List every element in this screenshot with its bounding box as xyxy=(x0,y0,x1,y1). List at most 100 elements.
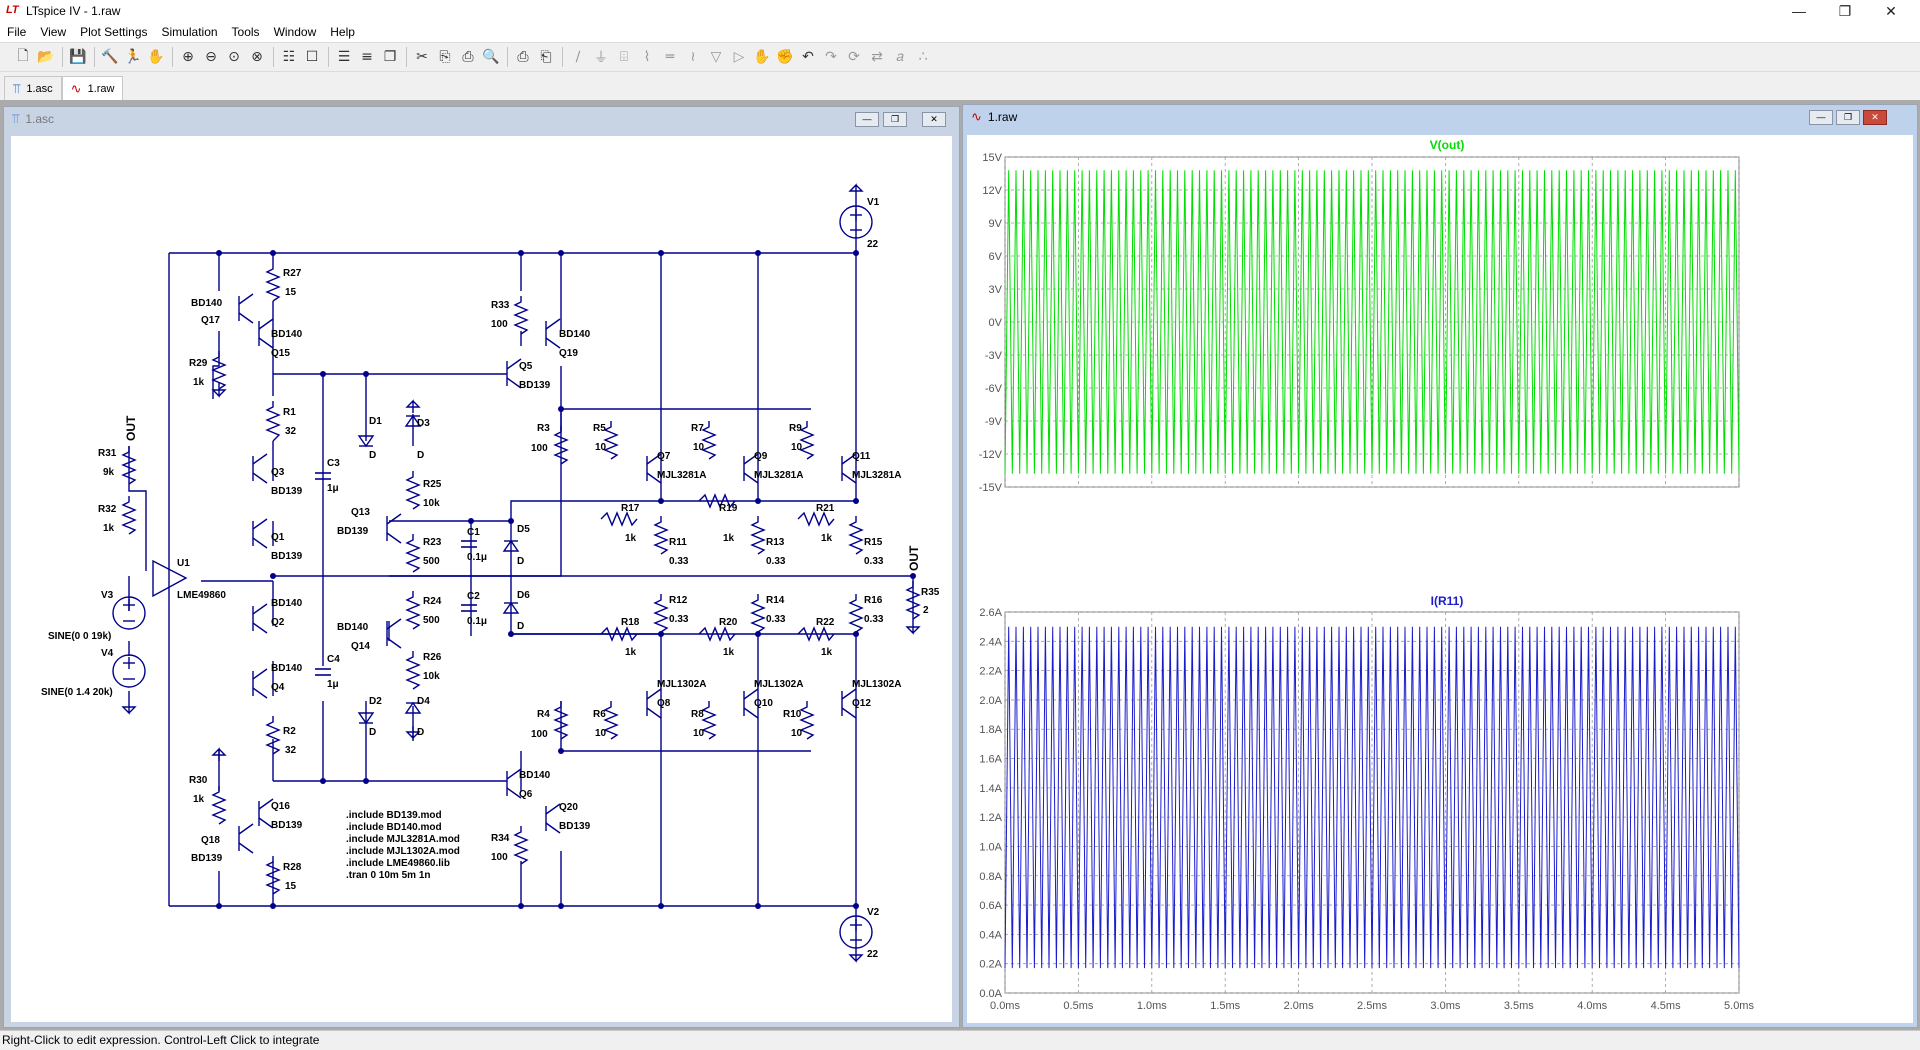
schematic-restore-button[interactable]: ❐ xyxy=(883,112,907,127)
label-V4: V4 xyxy=(101,648,114,659)
label-C4: C4 xyxy=(327,654,340,665)
redo-icon[interactable]: ↷ xyxy=(825,49,837,65)
waveform-restore-button[interactable]: ❐ xyxy=(1836,110,1860,125)
spice-directives[interactable]: .include BD139.mod .include BD140.mod .i… xyxy=(346,810,460,881)
trace-label-vout[interactable]: V(out) xyxy=(1430,138,1465,152)
zoom-fit-icon[interactable]: ⊙ xyxy=(228,49,240,65)
trace-label-ir11[interactable]: I(R11) xyxy=(1431,594,1464,608)
autorange-icon[interactable]: ☷ xyxy=(282,49,296,65)
directive-line: .tran 0 10m 5m 1n xyxy=(346,870,430,881)
schematic-drawing[interactable]: V1 22 V2 22 V3 SINE(0 0 19k) V4 SINE(0 1… xyxy=(11,136,952,1022)
label-R24: R24 xyxy=(423,596,442,607)
zoom-full-icon[interactable]: ☐ xyxy=(305,49,319,65)
menu-view[interactable]: View xyxy=(40,25,67,39)
menu-simulation[interactable]: Simulation xyxy=(161,25,218,39)
mirror-icon[interactable]: ⇄ xyxy=(871,49,883,65)
close-button[interactable]: ✕ xyxy=(1885,3,1897,19)
maximize-button[interactable]: ❐ xyxy=(1838,3,1852,19)
label-R4: R4 xyxy=(537,709,550,720)
tile-vertical-icon[interactable]: ≡ xyxy=(361,49,373,65)
y-tick-label: 12V xyxy=(982,185,1002,197)
y-tick-label: 1.2A xyxy=(979,812,1002,824)
status-bar: Right-Click to edit expression. Control-… xyxy=(0,1030,1920,1050)
schematic-canvas[interactable]: V1 22 V2 22 V3 SINE(0 0 19k) V4 SINE(0 1… xyxy=(11,136,952,1022)
label-R7: R7 xyxy=(691,423,704,434)
label-V1-value: 22 xyxy=(867,239,879,250)
waveform-icon: ∿ xyxy=(971,109,982,124)
new-schematic-icon[interactable]: 🗋 xyxy=(17,48,29,64)
trace-vout[interactable] xyxy=(1004,170,1740,474)
label-Q6-model: BD140 xyxy=(519,770,551,781)
rotate-icon[interactable]: ⟳ xyxy=(848,49,860,65)
waveform-minimize-button[interactable]: — xyxy=(1809,110,1833,125)
label-R28: R28 xyxy=(283,862,302,873)
label-R21: R21 xyxy=(816,503,835,514)
menu-window[interactable]: Window xyxy=(273,25,317,39)
label-C4-value: 1μ xyxy=(327,679,339,690)
label-D2: D2 xyxy=(369,696,382,707)
y-tick-label: 9V xyxy=(989,218,1003,230)
x-tick-label: 1.5ms xyxy=(1210,1000,1240,1012)
capacitor-icon[interactable]: ═ xyxy=(665,49,675,65)
wire-icon[interactable]: ∕ xyxy=(575,49,581,65)
label-R8: R8 xyxy=(691,709,704,720)
open-icon[interactable]: 📂 xyxy=(37,49,55,65)
inductor-icon[interactable]: ≀ xyxy=(690,49,696,65)
waveform-window-titlebar[interactable]: ∿ 1.raw xyxy=(963,105,1917,129)
schematic-window-titlebar[interactable]: ⫪ 1.asc xyxy=(4,107,959,131)
control-panel-icon[interactable]: 🔨 xyxy=(101,49,119,65)
zoom-out-icon[interactable]: ⊖ xyxy=(205,49,217,65)
label-Q17: Q17 xyxy=(201,315,220,326)
label-C1-value: 0.1μ xyxy=(467,552,487,563)
label-R5: R5 xyxy=(593,423,606,434)
label-R33-value: 100 xyxy=(491,319,508,330)
label-Q2: Q2 xyxy=(271,617,285,628)
minimize-button[interactable]: — xyxy=(1792,3,1806,19)
run-icon[interactable]: 🏃 xyxy=(124,49,142,65)
ground-icon[interactable]: ⏚ xyxy=(594,50,608,66)
undo-icon[interactable]: ↶ xyxy=(802,49,814,65)
tab-schematic[interactable]: ⫪ 1.asc xyxy=(4,76,62,100)
resistor-icon[interactable]: ⌇ xyxy=(643,49,651,65)
print-preview-icon[interactable]: ⎙ xyxy=(517,49,529,65)
schematic-minimize-button[interactable]: — xyxy=(855,112,879,127)
copy-icon[interactable]: ⎘ xyxy=(439,49,451,65)
x-tick-label: 5.0ms xyxy=(1724,1000,1754,1012)
label-R1-value: 32 xyxy=(285,426,297,437)
plot-pane-ir11[interactable]: I(R11) 2.6A2.4A2.2A2.0A1.8A1.6A1.4A1.2A1… xyxy=(979,594,1754,1012)
label-icon[interactable]: ⌹ xyxy=(619,49,629,65)
label-Q20-model: BD139 xyxy=(559,821,591,832)
tile-horizontal-icon[interactable]: ☰ xyxy=(337,49,351,65)
tab-waveform[interactable]: ∿ 1.raw xyxy=(61,76,124,100)
text-icon[interactable]: 𝑎 xyxy=(896,49,904,65)
menu-help[interactable]: Help xyxy=(330,25,355,39)
trace-ir11[interactable] xyxy=(1004,626,1740,969)
schematic-icon: ⫪ xyxy=(13,80,21,96)
paste-icon[interactable]: ⎙ xyxy=(462,49,474,65)
label-R22: R22 xyxy=(816,617,835,628)
schematic-window[interactable]: ⫪ 1.asc — ❐ ✕ xyxy=(3,106,960,1028)
menu-bar: File View Plot Settings Simulation Tools… xyxy=(0,22,1920,42)
schematic-close-button[interactable]: ✕ xyxy=(922,112,946,127)
menu-tools[interactable]: Tools xyxy=(231,25,260,39)
waveform-close-button[interactable]: ✕ xyxy=(1863,110,1887,125)
save-icon[interactable]: 💾 xyxy=(69,49,87,65)
halt-icon[interactable]: ✋ xyxy=(147,49,165,65)
cascade-icon[interactable]: ❐ xyxy=(383,49,397,65)
menu-file[interactable]: File xyxy=(7,25,27,39)
find-icon[interactable]: 🔍 xyxy=(482,49,500,65)
cut-icon[interactable]: ✂ xyxy=(416,49,428,65)
zoom-in-icon[interactable]: ⊕ xyxy=(182,49,194,65)
menu-plot-settings[interactable]: Plot Settings xyxy=(80,25,148,39)
component-icon[interactable]: ▷ xyxy=(733,49,745,65)
zoom-cancel-icon[interactable]: ⊗ xyxy=(251,49,263,65)
print-icon[interactable]: ⎗ xyxy=(540,49,552,65)
drag-icon[interactable]: ✊ xyxy=(776,49,794,65)
move-icon[interactable]: ✋ xyxy=(753,49,771,65)
diode-icon[interactable]: ▽ xyxy=(710,49,722,65)
spice-directive-icon[interactable]: ∴ xyxy=(918,49,928,65)
